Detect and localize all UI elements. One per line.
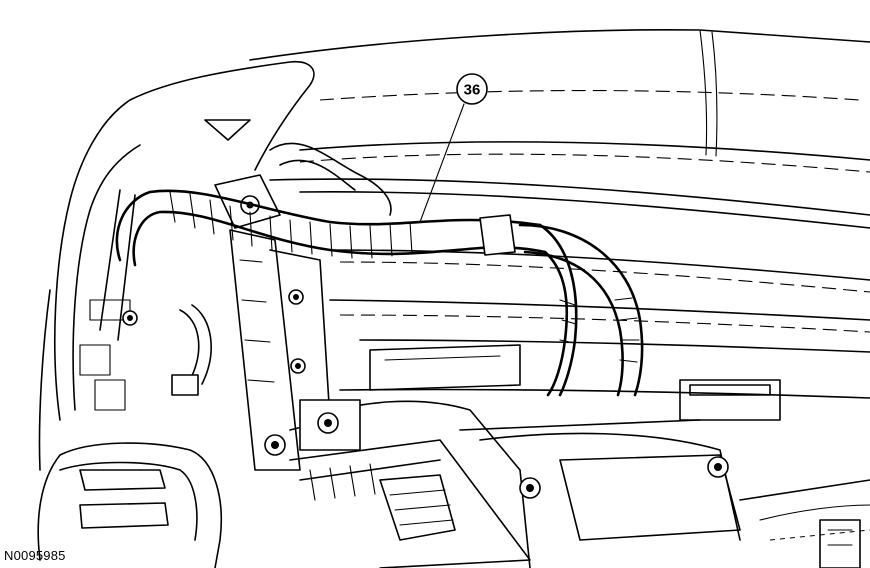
- mounting-bracket: [122, 174, 331, 471]
- callout-label: 36: [464, 82, 481, 99]
- lower-components: [289, 344, 870, 568]
- callout-36: 36: [419, 73, 488, 223]
- harness-strap: [269, 142, 392, 216]
- cross-car-beam: [269, 178, 870, 399]
- left-pillar-trim: [38, 60, 315, 471]
- lower-left-trim: [37, 434, 286, 568]
- wiring-harness: [115, 189, 644, 397]
- callout-leader-line: [419, 103, 465, 223]
- callout-circle: [456, 73, 488, 105]
- figure-id-label: N0095985: [4, 548, 66, 563]
- dashboard-upper-panel: [249, 28, 870, 173]
